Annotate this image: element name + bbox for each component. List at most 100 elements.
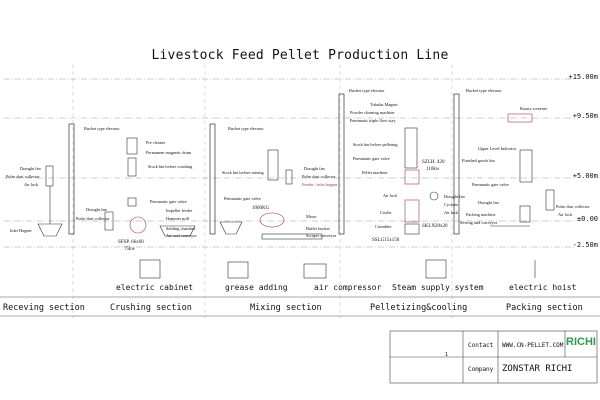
- receiving-equipment: [37, 165, 63, 237]
- label-hammer-mill: Hammer mill: [166, 216, 190, 221]
- label-pelleting-gate-valve: Pneumatic gate valve: [353, 156, 390, 161]
- label-receiving-dust-collector: Pulse dust collector: [6, 174, 40, 179]
- label-receiving-air-lock: Air lock: [24, 182, 39, 187]
- pelleting-bucket-elevator: [338, 93, 345, 235]
- crushing-conveyor: [159, 225, 196, 237]
- label-1000kg: 1000KG: [252, 206, 270, 211]
- label-crushing-dust-collector: Pulse dust collector: [76, 216, 110, 221]
- section-pelletizing: Pelletizing&cooling: [370, 303, 468, 313]
- label-pellet-elevator: Bucket type elevator: [349, 88, 385, 93]
- equip-grease-adding: grease adding: [225, 283, 288, 292]
- level-250: -2.50m: [572, 241, 598, 249]
- label-pellet-air-lock-1: Air lock: [383, 193, 398, 198]
- label-pre-cleaner: Pre cleaner: [146, 140, 166, 145]
- label-magnetic-drum: Permanent magnetic drum: [146, 150, 192, 155]
- title-block-contact-label: Contact: [468, 342, 494, 349]
- label-sfsp: SFSP. 66x60: [118, 240, 144, 245]
- label-mixing-elevator: Bucket type elevator: [228, 126, 264, 131]
- steam-supply-drawing: [425, 259, 447, 279]
- level-950: +9.50m: [572, 112, 598, 120]
- pelleting-equipment: [404, 127, 439, 235]
- diagram-title: Livestock Feed Pellet Production Line: [151, 48, 449, 63]
- rotary-screener: [507, 113, 533, 123]
- mixer: [259, 212, 285, 228]
- electric-cabinet-drawing: [139, 259, 161, 279]
- label-packing-air-lock: Air lock: [558, 212, 573, 217]
- grease-adding-drawing: [227, 261, 249, 279]
- label-inlet-hopper: Inlet Hopper: [10, 228, 32, 233]
- label-packing-elevator: Bucket type elevator: [466, 88, 502, 93]
- label-finished-goods-bin: Finished goods bin: [462, 158, 495, 163]
- section-mixing: Mixing section: [250, 303, 322, 313]
- packing-dust-collector: [545, 189, 555, 211]
- crumbler: [404, 223, 420, 235]
- equip-steam-supply: Steam supply system: [392, 283, 484, 292]
- label-mixing-stock-bin: Stock bin before mixing: [222, 170, 264, 175]
- receiving-dust-collector: [45, 165, 54, 187]
- utility-equipment: [139, 259, 536, 279]
- equip-electric-cabinet: electric cabinet: [116, 283, 194, 292]
- mixing-inlet-hopper: [219, 221, 243, 235]
- title-block-frame: [389, 330, 598, 384]
- mixing-stock-bin: [267, 149, 279, 181]
- receiving-bucket-elevator: [68, 123, 75, 235]
- label-packing-dust-collector: Pulse dust collector: [556, 204, 590, 209]
- hammer-mill: [129, 216, 147, 234]
- pre-cleaner: [126, 137, 138, 155]
- section-crushing: Crushing section: [110, 303, 192, 313]
- label-settling-chamber: Settling chamber: [166, 226, 196, 231]
- packing-machine: [519, 205, 531, 223]
- label-mixing-draught-fan: Draught fan: [304, 166, 325, 171]
- label-pelleting-stock-bin: Stock bin before pelleting: [353, 142, 398, 147]
- label-skln: SKLN20x20: [422, 224, 448, 229]
- label-pellet-machine: Pellet machine: [362, 170, 388, 175]
- label-receiving-draught-fan: Draught fan: [20, 166, 41, 171]
- crushing-gate-valve: [127, 197, 137, 207]
- label-rotary-screener: Rotary screener: [520, 106, 548, 111]
- label-mixing-feeder: Feeder / inlet hopper: [302, 182, 338, 187]
- label-packing-machine: Packing machine: [466, 212, 496, 217]
- pelleting-stock-bin: [404, 127, 418, 169]
- crushing-stock-bin: [127, 157, 137, 177]
- title-block-company-label: Company: [468, 366, 494, 373]
- title-block-company-value: ZONSTAR RICHI: [502, 364, 573, 374]
- scraper-conveyor: [261, 233, 323, 240]
- title-block-sheet-number: 1: [445, 352, 449, 358]
- packing-equipment: [490, 113, 555, 227]
- finished-goods-bin: [519, 149, 533, 183]
- label-110kw: 110kw: [426, 167, 440, 172]
- label-packing-draught-fan: Draught fan: [478, 200, 499, 205]
- label-75kw: 75kw: [124, 247, 136, 252]
- air-compressor-drawing: [303, 263, 327, 279]
- title-block-contact-value: WWW.CN-PELLET.COM: [502, 342, 564, 349]
- packing-bucket-elevator: [453, 93, 460, 235]
- label-buffer-bucket: Buffer bucket: [306, 226, 330, 231]
- label-tubular-magnet: Tubular Magnet: [370, 102, 398, 107]
- level-15: +15.00m: [568, 73, 598, 81]
- label-scraper-conveyor: Scraper conveyor: [306, 233, 337, 238]
- label-level-indicator: Upper Level Indicator: [478, 146, 517, 151]
- section-packing: Packing section: [506, 303, 583, 313]
- label-sewing-conveyor: Sewing and conveyor: [460, 220, 498, 225]
- section-receiving: Receving section: [3, 303, 85, 313]
- label-air-seal-conveyor: Air-seal conveyor: [166, 233, 197, 238]
- mixing-bucket-elevator: [209, 123, 216, 235]
- crushing-equipment: [104, 137, 196, 237]
- equip-electric-hoist: electric hoist: [509, 283, 577, 292]
- equip-air-compressor: air compressor: [314, 283, 382, 292]
- mixing-equipment: [219, 149, 323, 240]
- label-mixing-gate-valve: Pneumatic gate valve: [224, 196, 261, 201]
- label-powder-cleaning: Powder cleaning machine: [350, 110, 395, 115]
- level-500: +5.00m: [572, 172, 598, 180]
- cyclone: [429, 191, 439, 201]
- label-crushing-elevator: Bucket type elevator: [84, 126, 120, 131]
- richi-logo: RICHI: [566, 336, 596, 348]
- label-cyclone: Cyclone: [444, 202, 459, 207]
- label-pellet-draught-fan: Draught fan: [444, 194, 465, 199]
- label-sslg: SSLG15x150: [372, 238, 400, 243]
- pellet-machine: [404, 169, 420, 185]
- crushing-dust-collector: [104, 211, 114, 231]
- level-000: ±0.00: [576, 215, 598, 223]
